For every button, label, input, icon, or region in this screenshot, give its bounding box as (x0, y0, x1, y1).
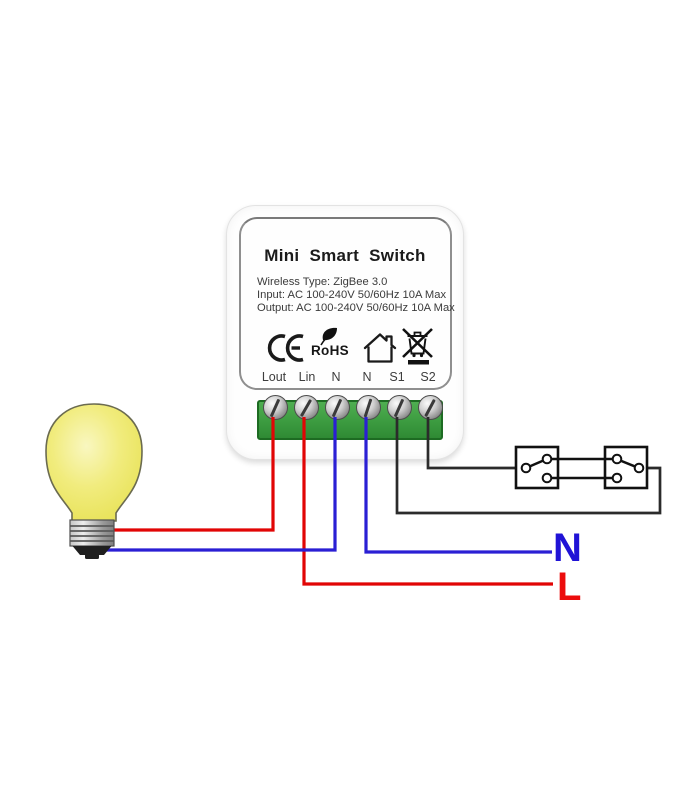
spec-line-wireless: Wireless Type: ZigBee 3.0 (257, 276, 388, 288)
bulb-screw-base (69, 519, 115, 547)
terminal-screw-s1 (386, 395, 412, 420)
s2-signal-wire (426, 417, 522, 470)
neutral-wire-supply (364, 417, 552, 554)
bulb-base-threads (70, 525, 114, 542)
device-inner-border (239, 217, 452, 390)
neutral-supply-label: N (553, 526, 582, 570)
spec-line-input: Input: AC 100-240V 50/60Hz 10A Max (257, 289, 447, 302)
rohs-label: RoHS (311, 343, 349, 358)
terminal-screw-s2 (417, 395, 443, 420)
spec-line-output: Output: AC 100-240V 50/60Hz 10A Max (257, 302, 455, 315)
device-specs: Wireless Type: ZigBee 3.0 Input: AC 100-… (257, 276, 457, 316)
light-bulb (45, 403, 143, 559)
terminal-label-n1: N (331, 370, 341, 384)
terminal-block (257, 395, 443, 440)
terminal-screw-lout (262, 395, 288, 420)
terminal-label-s2: S2 (420, 370, 436, 384)
rohs-leaf-icon (320, 327, 337, 346)
bulb-glass (45, 403, 143, 522)
terminal-label-n2: N (362, 370, 372, 384)
terminal-screw-lin (293, 395, 319, 420)
live-wire-lout-to-bulb (112, 417, 275, 532)
live-supply-label: L (557, 565, 582, 609)
rohs-mark: RoHS (311, 327, 357, 360)
terminal-screw-n1 (324, 395, 350, 420)
terminal-label-lin: Lin (298, 370, 316, 384)
bulb-contact-cap (72, 546, 112, 555)
terminal-screw-n2 (355, 395, 381, 420)
s1-signal-wire (395, 417, 662, 515)
weee-bin-icon (402, 328, 433, 365)
ce-mark-icon (267, 334, 304, 362)
live-wire-lin-to-supply (302, 417, 553, 586)
switch-contact-points (520, 453, 645, 484)
indoor-use-icon (363, 333, 397, 363)
neutral-wire-bulb (100, 417, 337, 552)
terminal-label-lout: Lout (261, 370, 287, 384)
device-title: Mini Smart Switch (264, 246, 426, 265)
bulb-contact-tip (85, 554, 99, 559)
terminal-label-s1: S1 (389, 370, 405, 384)
